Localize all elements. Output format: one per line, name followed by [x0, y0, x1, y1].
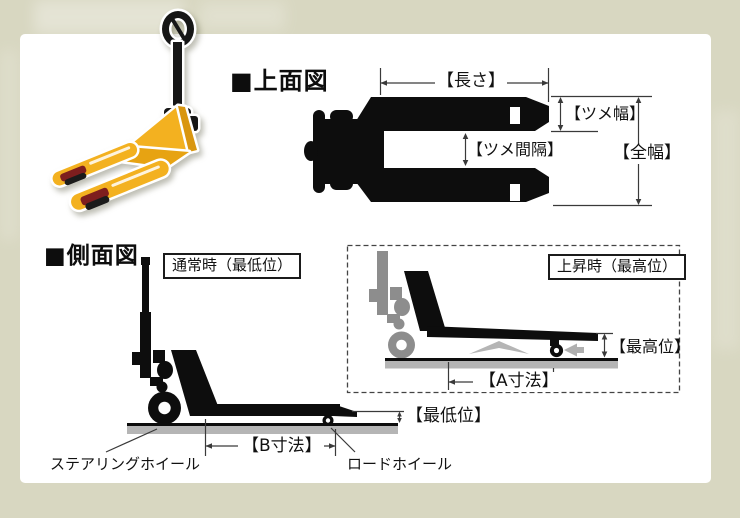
dim-overall-width-label: 【全幅】	[611, 143, 683, 164]
top-view-dimensions	[379, 68, 652, 207]
background-texture	[712, 110, 740, 350]
top-view-silhouette	[304, 97, 549, 202]
pallet-truck-photo	[50, 8, 201, 213]
load-wheel-caption: ロードホイール	[347, 455, 453, 473]
handle-bar	[170, 39, 185, 117]
dim-fork-width-label: 【ツメ幅】	[565, 104, 646, 123]
background-texture	[0, 50, 18, 240]
background-texture	[200, 2, 285, 30]
raised-state-label: 上昇時（最高位）	[548, 254, 687, 280]
dim-fork-gap-label: 【ツメ間隔】	[467, 140, 564, 159]
dim-b-label: 【B寸法】	[240, 436, 324, 457]
top-view-header: ■上面図	[230, 67, 329, 95]
side-view-normal-silhouette	[132, 257, 357, 426]
side-view-diagram	[105, 244, 681, 456]
raised-view-frame	[346, 244, 681, 394]
top-view-diagram	[304, 68, 652, 207]
normal-state-label: 通常時（最低位）	[163, 253, 302, 279]
dim-length-label: 【長さ】	[435, 71, 507, 92]
background-texture	[34, 0, 184, 34]
ground-normal	[127, 423, 398, 426]
top-view-arrowheads	[380, 80, 642, 205]
ground-raised	[385, 358, 618, 361]
wheel-left-arrow-icon	[564, 343, 584, 357]
steering-wheel-caption: ステアリングホイール	[50, 455, 201, 473]
fork-wheel-near	[80, 187, 109, 206]
dim-a-label: 【A寸法】	[477, 371, 561, 392]
lift-up-arrow-icon	[469, 341, 529, 354]
side-view-raised-gray-parts	[369, 251, 415, 359]
fork-wheel-far	[60, 165, 87, 182]
dim-max-height-label: 【最高位】	[610, 337, 691, 356]
dim-min-height-label: 【最低位】	[406, 406, 491, 426]
side-view-header: ■側面図	[44, 243, 139, 269]
